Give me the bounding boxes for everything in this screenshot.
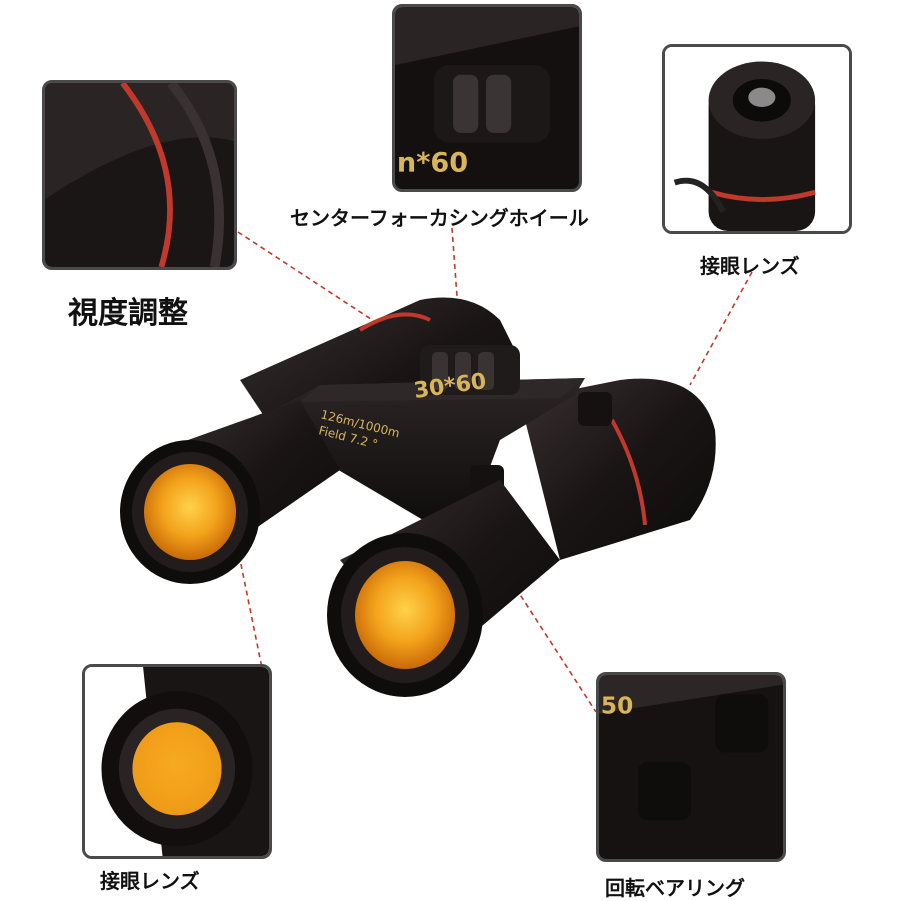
label-hinge: 回転ベアリング	[605, 876, 745, 900]
label-focus-wheel: センターフォーカシングホイール	[290, 206, 589, 230]
leader-focus-wheel	[451, 227, 463, 366]
inset-diopter	[42, 80, 237, 270]
leader-diopter	[237, 231, 381, 326]
inset-hinge: 50	[596, 672, 786, 862]
right-front-barrel	[327, 480, 560, 697]
focus-wheel	[420, 345, 520, 395]
label-diopter: 視度調整	[68, 296, 188, 331]
inset-focus-wheel: n*60	[392, 4, 582, 192]
label-eyepiece-top: 接眼レンズ	[700, 254, 800, 278]
leader-eyepiece-bottom	[231, 519, 263, 669]
left-front-barrel	[120, 400, 340, 584]
leader-eyepiece-top	[689, 271, 753, 386]
inset-hinge-print: 50	[601, 693, 633, 720]
inset-eyepiece-top	[662, 44, 852, 234]
inset-focus-print: n*60	[397, 148, 468, 179]
inset-eyepiece-bottom	[82, 664, 272, 859]
label-eyepiece-bottom: 接眼レンズ	[100, 869, 200, 893]
leader-lines	[231, 227, 753, 713]
